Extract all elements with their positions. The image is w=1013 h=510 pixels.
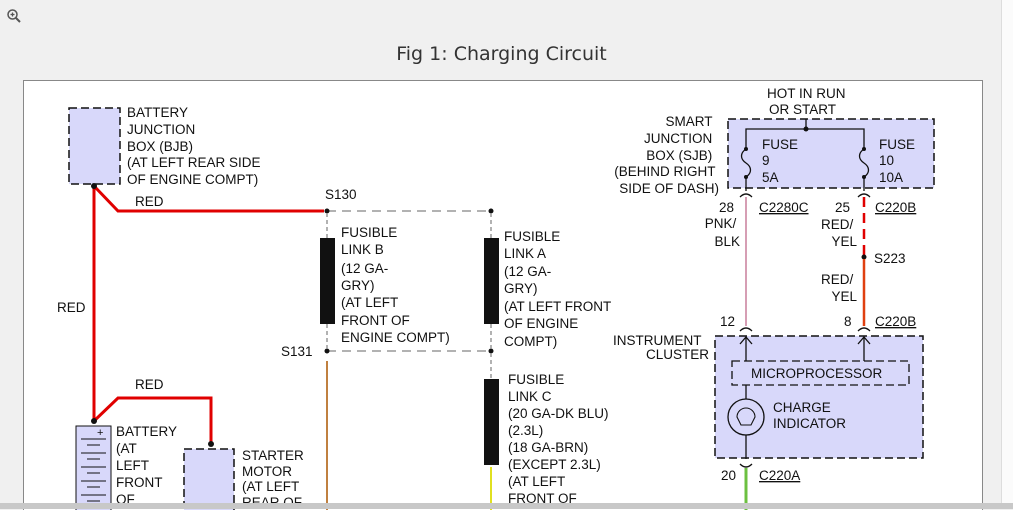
wire-label-red-yel: RED/ YEL (821, 272, 858, 304)
horizontal-scrollbar[interactable] (0, 503, 1013, 509)
wire-red-bjb-s130 (92, 184, 324, 213)
battery-cells (81, 438, 106, 502)
battery-symbol (75, 425, 112, 510)
sjb-box (727, 118, 935, 189)
battery-label: BATTERY (AT LEFT FRONT OF (116, 424, 181, 507)
zoom-in-icon[interactable] (6, 8, 22, 24)
window-right-edge (1001, 0, 1013, 509)
sjb-label: SMART JUNCTION BOX (SJB) (BEHIND RIGHT S… (614, 114, 719, 196)
connector-label-c2280c: C2280C (759, 200, 809, 215)
arrow-icon (857, 336, 871, 345)
instrument-cluster-box (714, 335, 924, 459)
splice-label-s130: S130 (325, 187, 357, 202)
starter-motor-box (183, 448, 235, 510)
arrow-icon (739, 336, 753, 345)
fusible-link-c (484, 379, 499, 465)
wire-label-red: RED (57, 300, 86, 315)
charge-indicator-label: CHARGE INDICATOR (773, 400, 846, 431)
wire-label-red: RED (135, 377, 164, 392)
splice-dot (208, 441, 214, 447)
pin-8: 8 (844, 314, 852, 329)
connector-label-c220b: C220B (875, 200, 916, 215)
fuse-9-label: FUSE 9 5A (762, 137, 802, 185)
fusible-link-b-label: FUSIBLE LINK B (12 GA- GRY) (AT LEFT FRO… (341, 225, 450, 345)
bjb-label: BATTERY JUNCTION BOX (BJB) (AT LEFT REAR… (127, 105, 264, 187)
hot-in-run-label: HOT IN RUN OR START (767, 86, 849, 117)
pin-20: 20 (721, 468, 736, 483)
battery-plus: + (97, 427, 103, 439)
wire-red-battery-starter (92, 396, 213, 444)
fuse-terminal (744, 147, 748, 151)
wire-label-pnk-blk: PNK/ BLK (705, 216, 740, 249)
splice-dot (488, 348, 494, 354)
fuse-9-symbol (740, 148, 752, 178)
connector-label-c220b: C220B (875, 314, 916, 329)
fuse-terminal (862, 147, 866, 151)
wire-label-red-yel: RED/ YEL (821, 217, 858, 249)
splice-dot (324, 208, 330, 214)
splice-dot (91, 183, 97, 189)
fusible-link-b (320, 238, 335, 324)
pin-25: 25 (835, 200, 850, 215)
lamp-filament (736, 407, 756, 426)
splice-dot (91, 418, 97, 424)
wire-label-red: RED (135, 194, 164, 209)
splice-dot (324, 348, 330, 354)
figure-title: Fig 1: Charging Circuit (396, 43, 607, 65)
pin-12: 12 (720, 314, 735, 329)
connector-c220b-bottom (739, 327, 753, 332)
pin-28: 28 (719, 200, 734, 215)
instrument-cluster-label: INSTRUMENT CLUSTER (613, 333, 709, 362)
diagram-canvas: BATTERY JUNCTION BOX (BJB) (AT LEFT REAR… (23, 80, 983, 510)
splice-label-s223: S223 (874, 251, 906, 266)
splice-s223-dot (861, 254, 867, 260)
fusible-link-a (484, 238, 499, 324)
microprocessor-label: MICROPROCESSOR (751, 366, 883, 381)
fuse-10-symbol (858, 148, 870, 178)
bjb-box (68, 107, 121, 185)
connector-c2280c (739, 193, 753, 198)
connector-label-c220a: C220A (759, 468, 800, 483)
fusible-link-c-label: FUSIBLE LINK C (20 GA-DK BLU) (2.3L) (18… (508, 372, 612, 506)
splice-dot (488, 208, 494, 214)
fuse-10-label: FUSE 10 10A (879, 137, 919, 185)
fusible-link-a-label: FUSIBLE LINK A (12 GA- GRY) (AT LEFT FRO… (504, 229, 615, 349)
microprocessor-box (731, 360, 910, 386)
starter-motor-label: STARTER MOTOR (AT LEFT REAR OF (242, 448, 308, 510)
connector-c220b (857, 193, 871, 198)
splice-dot (803, 126, 809, 132)
connector-c220b-bottom (857, 327, 871, 332)
charging-circuit-diagram: BATTERY JUNCTION BOX (BJB) (AT LEFT REAR… (57, 86, 935, 510)
connector-c220a (739, 463, 753, 468)
splice-label-s131: S131 (281, 344, 313, 359)
